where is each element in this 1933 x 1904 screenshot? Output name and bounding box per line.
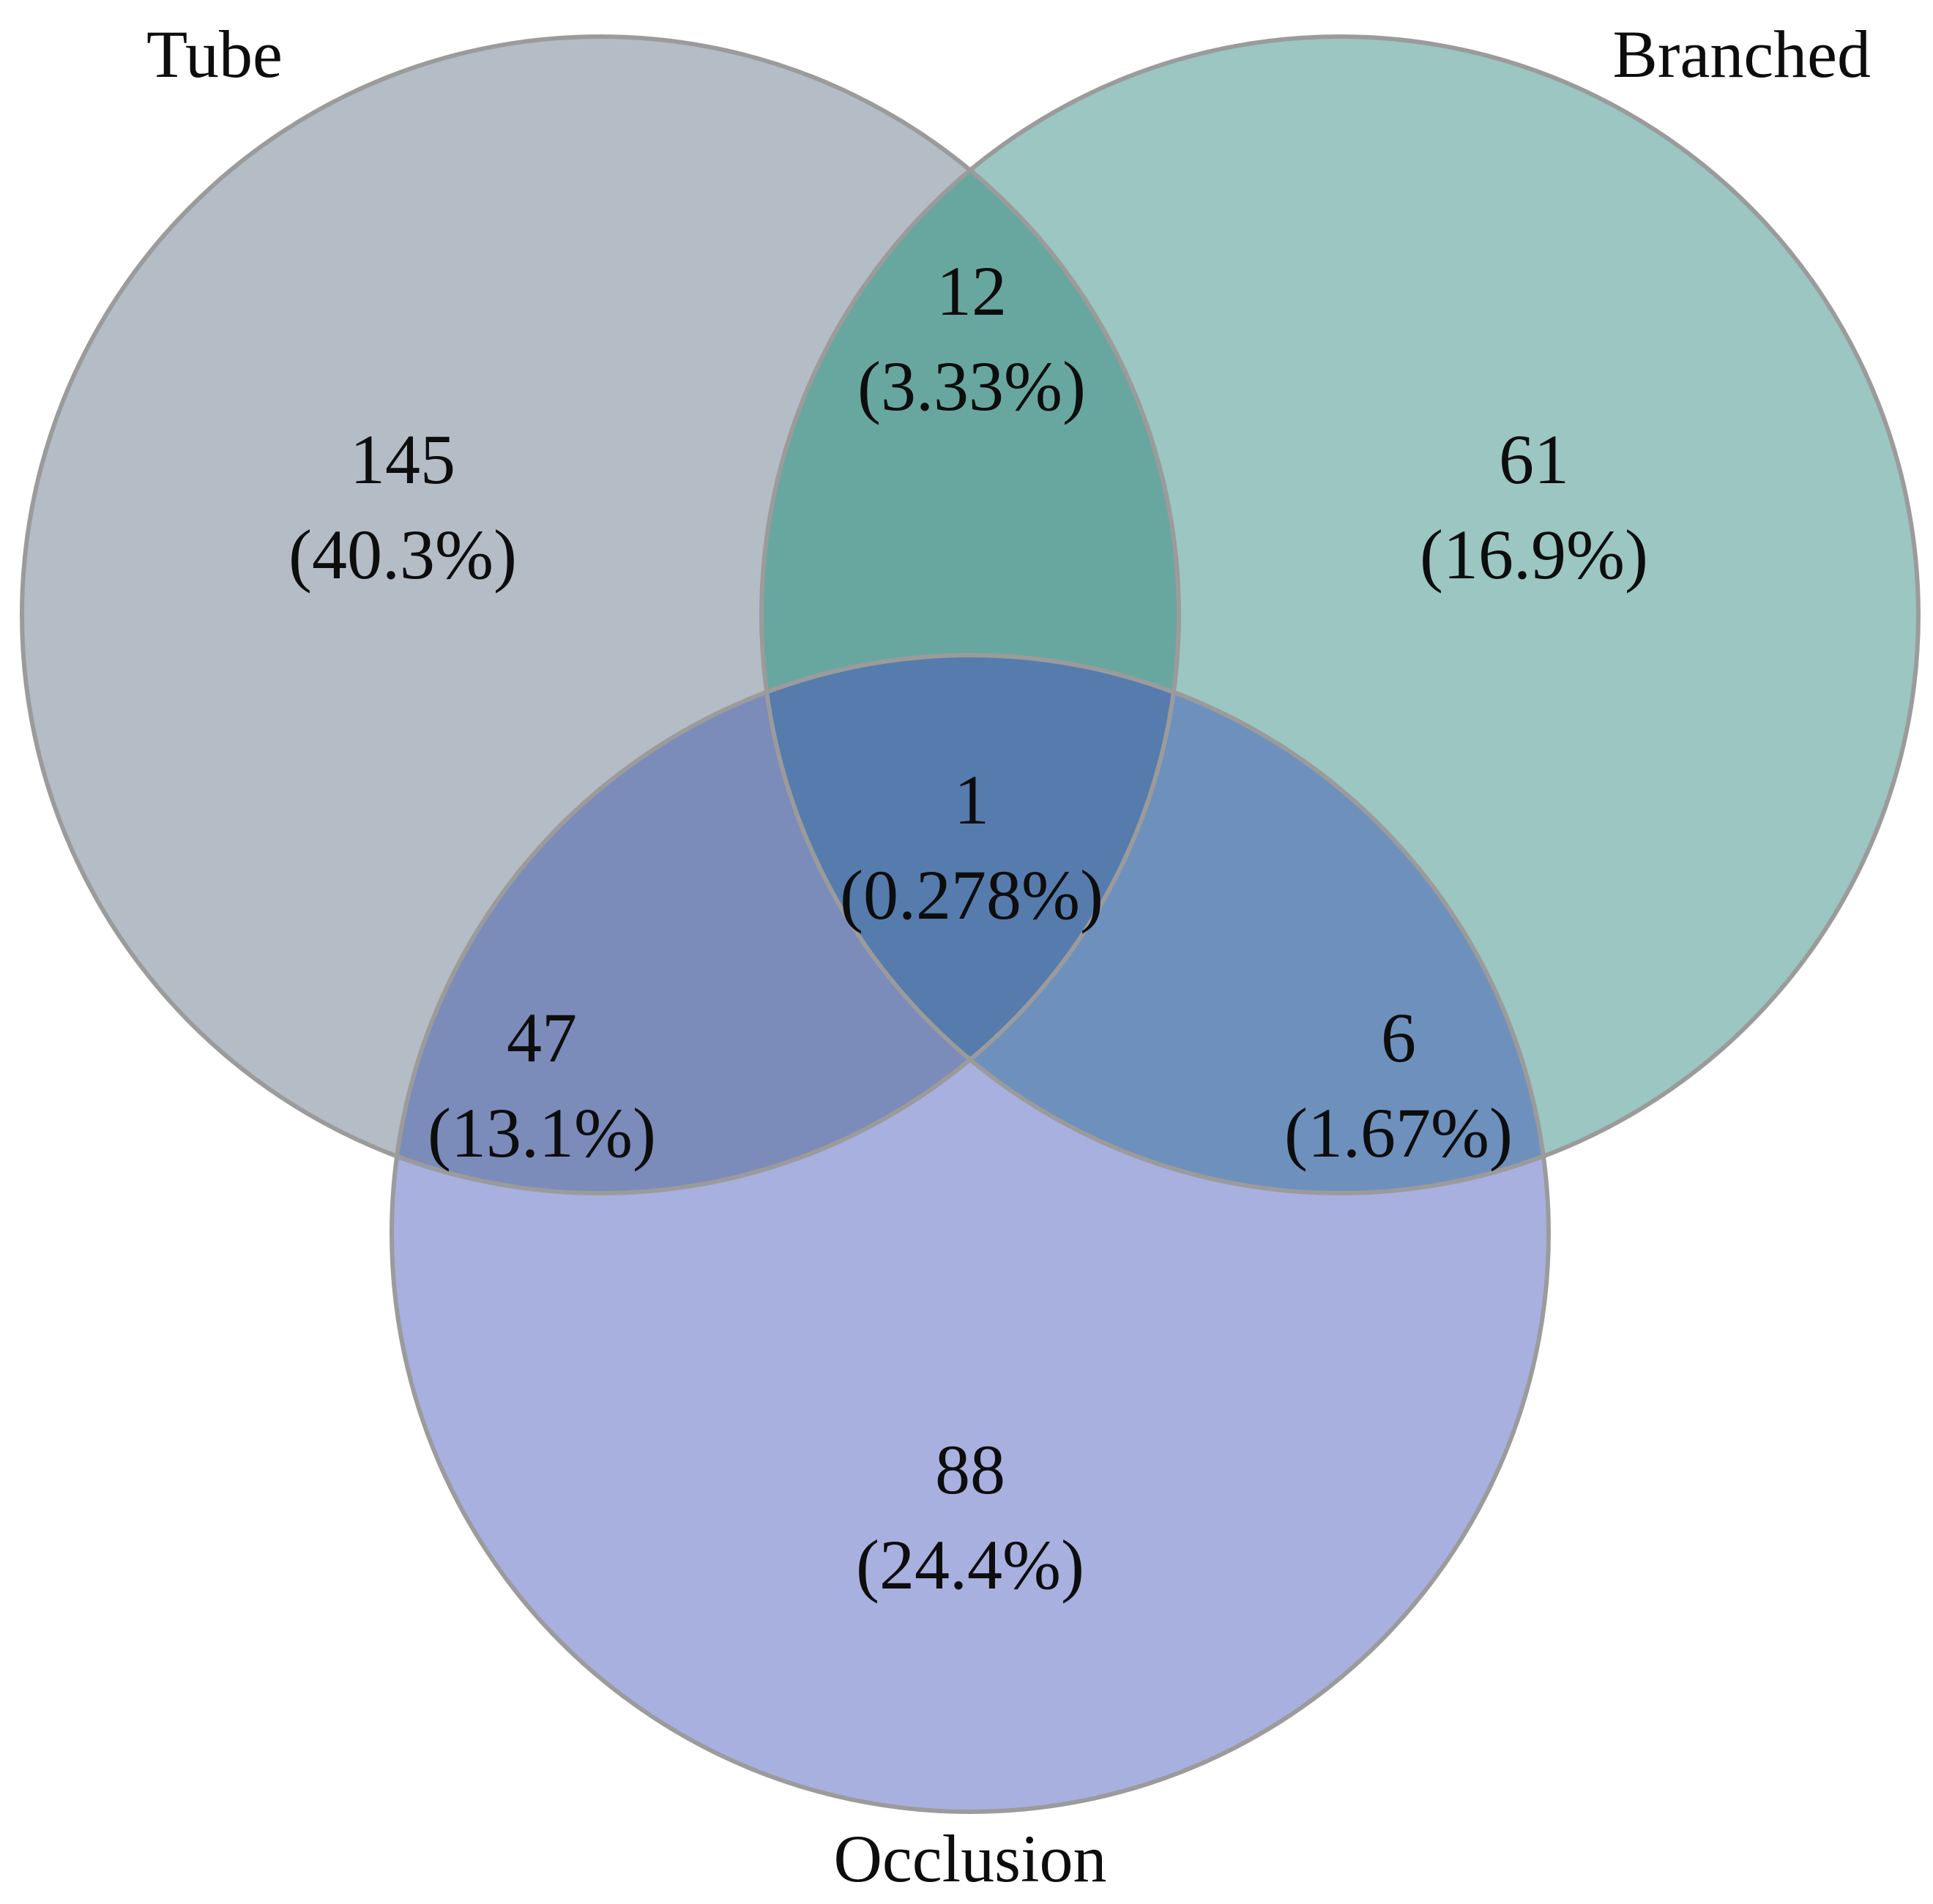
region-label-branched-only: 61 (16.9%) [1420, 420, 1648, 594]
region-label-occlusion-only: 88 (24.4%) [856, 1430, 1084, 1604]
region-count-tube-occlusion: 47 [507, 998, 577, 1077]
region-count-branched-only: 61 [1499, 420, 1569, 499]
region-percent-tube-only: (40.3%) [288, 515, 517, 594]
region-count-tube-only: 145 [350, 420, 455, 499]
region-fill-triple [761, 655, 1179, 1193]
region-label-tube-branched: 12 (3.33%) [857, 252, 1086, 425]
region-count-branched-occlusion: 6 [1381, 998, 1416, 1077]
circle-outline-branched [759, 34, 1921, 1195]
circle-outline-occlusion [390, 653, 1551, 1814]
region-percent-tube-branched: (3.33%) [857, 347, 1086, 425]
region-percent-branched-only: (16.9%) [1420, 515, 1648, 594]
region-percent-branched-occlusion: (1.67%) [1284, 1094, 1513, 1172]
region-count-tube-branched: 12 [936, 252, 1007, 330]
set-label-branched: Branched [1612, 17, 1871, 92]
set-label-occlusion: Occlusion [833, 1821, 1106, 1896]
region-count-occlusion-only: 88 [935, 1430, 1005, 1509]
region-count-triple: 1 [954, 761, 989, 839]
region-percent-tube-occlusion: (13.1%) [428, 1094, 656, 1172]
region-label-branched-occlusion: 6 (1.67%) [1284, 998, 1513, 1172]
set-label-tube: Tube [146, 17, 283, 92]
region-percent-occlusion-only: (24.4%) [856, 1526, 1084, 1604]
region-label-tube-occlusion: 47 (13.1%) [428, 998, 656, 1172]
circle-outline-tube [20, 34, 1181, 1195]
region-label-tube-only: 145 (40.3%) [288, 420, 517, 594]
region-label-triple: 1 (0.278%) [840, 761, 1103, 934]
region-percent-triple: (0.278%) [840, 856, 1103, 934]
